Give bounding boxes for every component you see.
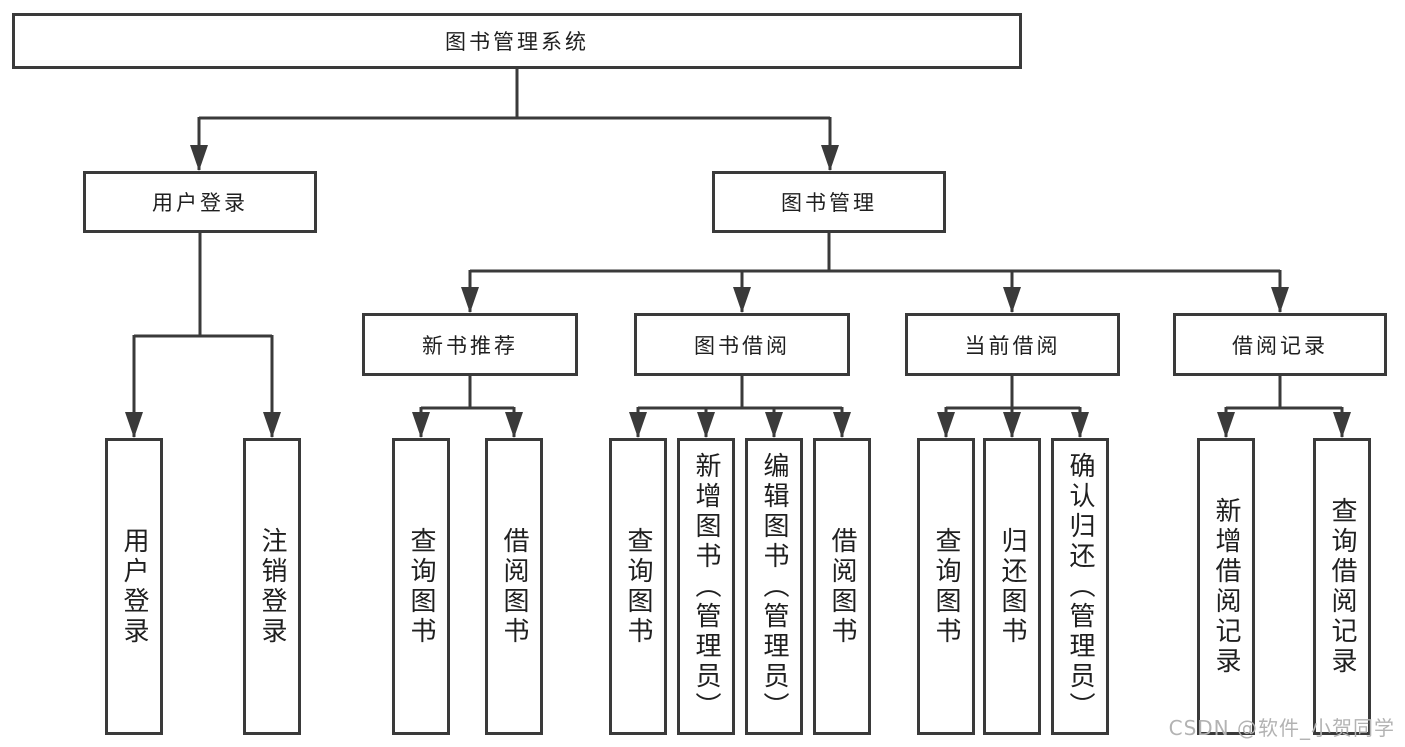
node-current-borrow: 当前借阅 — [905, 313, 1120, 376]
node-label: 编辑图书（管理员） — [759, 451, 789, 722]
leaf-edit-book-admin: 编辑图书（管理员） — [745, 438, 803, 735]
node-label: 确认归还（管理员） — [1065, 451, 1095, 722]
node-new-book-recommend: 新书推荐 — [362, 313, 578, 376]
node-label: 归还图书 — [997, 526, 1027, 647]
leaf-user-login: 用户登录 — [105, 438, 163, 735]
node-label: 图书管理系统 — [445, 30, 589, 54]
node-label: 当前借阅 — [964, 333, 1061, 358]
leaf-return-book: 归还图书 — [983, 438, 1041, 735]
node-label: 查询借阅记录 — [1327, 496, 1357, 677]
node-library-management-system: 图书管理系统 — [12, 13, 1022, 69]
leaf-borrow-book: 借阅图书 — [485, 438, 543, 735]
csdn-watermark: CSDN @软件_小贺同学 — [1168, 716, 1395, 740]
node-borrow-record: 借阅记录 — [1173, 313, 1387, 376]
node-label: 新增图书（管理员） — [691, 451, 721, 722]
leaf-logout: 注销登录 — [243, 438, 301, 735]
node-label: 新书推荐 — [422, 333, 518, 358]
node-label: 注销登录 — [257, 526, 287, 647]
leaf-add-borrow-record: 新增借阅记录 — [1197, 438, 1255, 735]
leaf-query-borrow-record: 查询借阅记录 — [1313, 438, 1371, 735]
node-label: 新增借阅记录 — [1211, 496, 1241, 677]
node-label: 查询图书 — [623, 526, 653, 647]
leaf-query-book: 查询图书 — [392, 438, 450, 735]
node-label: 借阅图书 — [499, 526, 529, 647]
node-user-login-branch: 用户登录 — [83, 171, 317, 233]
leaf-confirm-return-admin: 确认归还（管理员） — [1051, 438, 1109, 735]
node-book-borrow: 图书借阅 — [634, 313, 850, 376]
node-label: 图书借阅 — [694, 333, 790, 358]
node-label: 查询图书 — [406, 526, 436, 647]
node-book-management-branch: 图书管理 — [712, 171, 946, 233]
node-label: 借阅记录 — [1232, 333, 1328, 358]
node-label: 用户登录 — [152, 191, 248, 215]
node-label: 用户登录 — [119, 526, 149, 647]
leaf-query-book: 查询图书 — [917, 438, 975, 735]
node-label: 图书管理 — [781, 191, 877, 215]
leaf-borrow-book: 借阅图书 — [813, 438, 871, 735]
node-label: 借阅图书 — [827, 526, 857, 647]
leaf-query-book: 查询图书 — [609, 438, 667, 735]
leaf-add-book-admin: 新增图书（管理员） — [677, 438, 735, 735]
node-label: 查询图书 — [931, 526, 961, 647]
